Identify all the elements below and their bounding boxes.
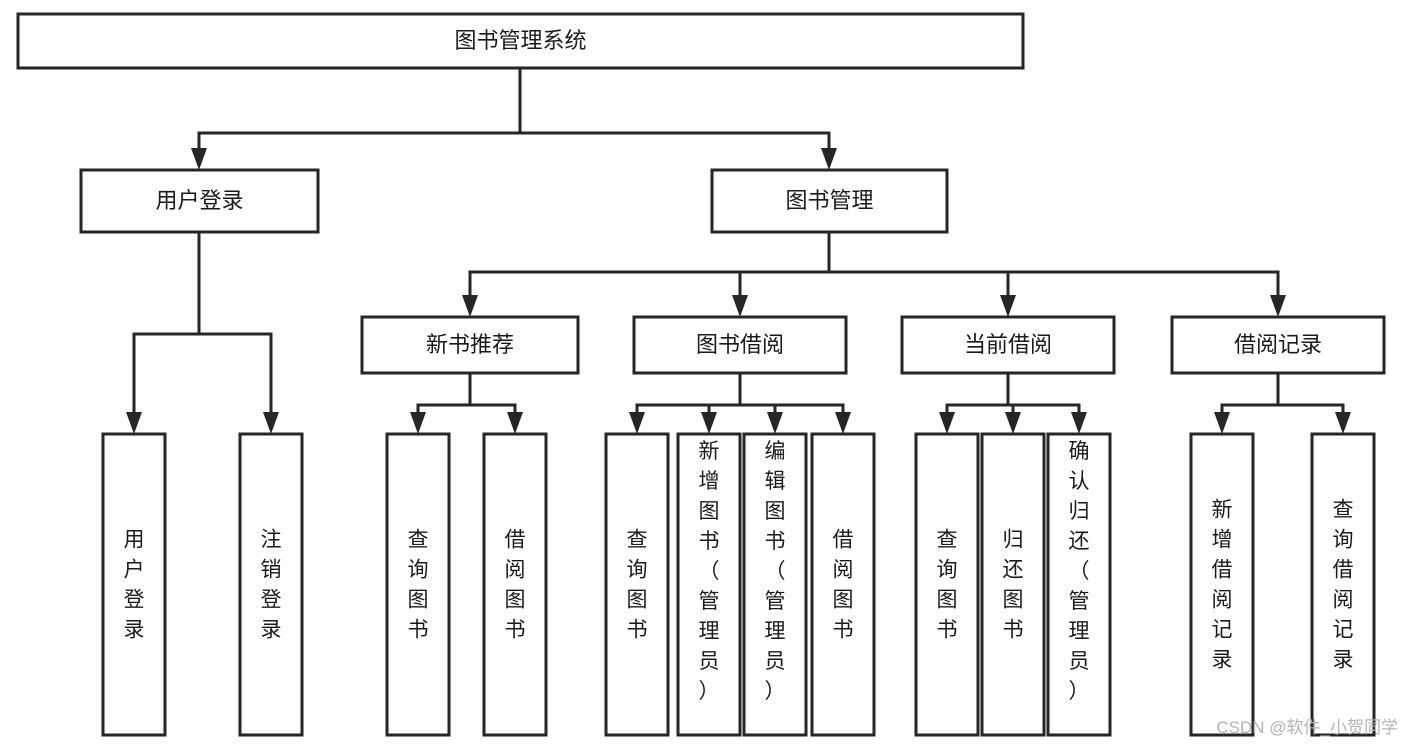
node-label: 查询借阅记录 <box>1333 499 1354 672</box>
node-label: 新增借阅记录 <box>1212 499 1233 672</box>
node-leaf-10-确认归还管理员[interactable]: 确认归还（管理员） <box>1046 432 1112 737</box>
node-leaf-6-编辑图书管理员[interactable]: 编辑图书（管理员） <box>742 432 808 737</box>
arrow-head-group4-0 <box>1214 412 1230 434</box>
node-box <box>710 168 949 234</box>
arrow-head-level2-2 <box>1000 295 1016 317</box>
connector-layer <box>126 66 1351 434</box>
arrow-head-group2-3 <box>835 412 851 434</box>
arrow-head-group2-2 <box>767 412 783 434</box>
node-level3-2-当前借阅[interactable]: 当前借阅 <box>900 315 1116 375</box>
arrow-head-group2-1 <box>701 412 717 434</box>
arrow-head-group3-2 <box>1071 412 1087 434</box>
node-box <box>980 432 1046 737</box>
node-level3-3-借阅记录[interactable]: 借阅记录 <box>1170 315 1386 375</box>
node-box <box>914 432 980 737</box>
node-level2-0-用户登录[interactable]: 用户登录 <box>79 168 320 234</box>
node-leaf-11-新增借阅记录[interactable]: 新增借阅记录 <box>1189 432 1255 737</box>
node-label: 当前借阅 <box>964 332 1052 357</box>
node-box <box>604 432 670 737</box>
node-label: 借阅图书 <box>833 529 854 642</box>
node-box <box>1170 315 1386 375</box>
node-box <box>385 432 451 737</box>
node-leaf-3-借阅图书[interactable]: 借阅图书 <box>482 432 548 737</box>
arrow-head-group4-1 <box>1335 412 1351 434</box>
node-label: 归还图书 <box>1003 529 1024 642</box>
node-label: 确认归还（管理员） <box>1069 440 1090 703</box>
node-label: 借阅图书 <box>505 529 526 642</box>
node-label: 注销登录 <box>261 529 282 642</box>
node-leaf-0-用户登录[interactable]: 用户登录 <box>101 432 167 737</box>
arrow-head-level2-0 <box>462 295 478 317</box>
node-layer: 图书管理系统用户登录图书管理新书推荐图书借阅当前借阅借阅记录用户登录注销登录查询… <box>16 12 1386 737</box>
node-box <box>1189 432 1255 737</box>
node-label: 新书推荐 <box>426 332 514 357</box>
node-label: 编辑图书（管理员） <box>765 440 786 703</box>
node-box <box>810 432 876 737</box>
node-label: 用户登录 <box>124 529 145 642</box>
arrow-head-group3-0 <box>939 412 955 434</box>
node-leaf-4-查询图书[interactable]: 查询图书 <box>604 432 670 737</box>
arrow-head-group3-1 <box>1005 412 1021 434</box>
arrow-head-group1-0 <box>410 412 426 434</box>
arrow-head-group0-1 <box>263 412 279 434</box>
node-leaf-8-查询图书[interactable]: 查询图书 <box>914 432 980 737</box>
csdn-watermark: CSDN @软件_小贺同学 <box>1216 718 1398 737</box>
arrow-head-level2-1 <box>732 295 748 317</box>
node-leaf-5-新增图书管理员[interactable]: 新增图书（管理员） <box>676 432 742 737</box>
arrow-head-group1-1 <box>507 412 523 434</box>
node-label: 查询图书 <box>627 529 648 642</box>
arrow-head-level2-3 <box>1270 295 1286 317</box>
arrow-head-root-1 <box>821 148 837 170</box>
node-box <box>482 432 548 737</box>
node-box <box>238 432 304 737</box>
node-label: 查询图书 <box>408 529 429 642</box>
node-level3-1-图书借阅[interactable]: 图书借阅 <box>632 315 848 375</box>
node-box <box>1046 432 1112 737</box>
node-level3-0-新书推荐[interactable]: 新书推荐 <box>360 315 580 375</box>
node-box <box>79 168 320 234</box>
arrow-head-group2-0 <box>629 412 645 434</box>
node-label: 查询图书 <box>937 529 958 642</box>
node-box <box>101 432 167 737</box>
node-label: 图书管理 <box>785 188 873 213</box>
arrow-head-root-0 <box>191 148 207 170</box>
node-label: 新增图书（管理员） <box>699 440 720 703</box>
node-box <box>900 315 1116 375</box>
node-box <box>632 315 848 375</box>
node-label: 图书管理系统 <box>454 28 586 53</box>
node-leaf-1-注销登录[interactable]: 注销登录 <box>238 432 304 737</box>
node-box <box>1310 432 1376 737</box>
node-box <box>16 12 1025 70</box>
node-leaf-2-查询图书[interactable]: 查询图书 <box>385 432 451 737</box>
node-level2-1-图书管理[interactable]: 图书管理 <box>710 168 949 234</box>
node-box <box>676 432 742 737</box>
node-leaf-12-查询借阅记录[interactable]: 查询借阅记录 <box>1310 432 1376 737</box>
node-box <box>742 432 808 737</box>
node-leaf-9-归还图书[interactable]: 归还图书 <box>980 432 1046 737</box>
arrow-head-group0-0 <box>126 412 142 434</box>
node-label: 用户登录 <box>155 188 243 213</box>
node-root-0-图书管理系统[interactable]: 图书管理系统 <box>16 12 1025 70</box>
node-label: 借阅记录 <box>1234 332 1322 357</box>
node-label: 图书借阅 <box>696 332 784 357</box>
node-leaf-7-借阅图书[interactable]: 借阅图书 <box>810 432 876 737</box>
node-box <box>360 315 580 375</box>
